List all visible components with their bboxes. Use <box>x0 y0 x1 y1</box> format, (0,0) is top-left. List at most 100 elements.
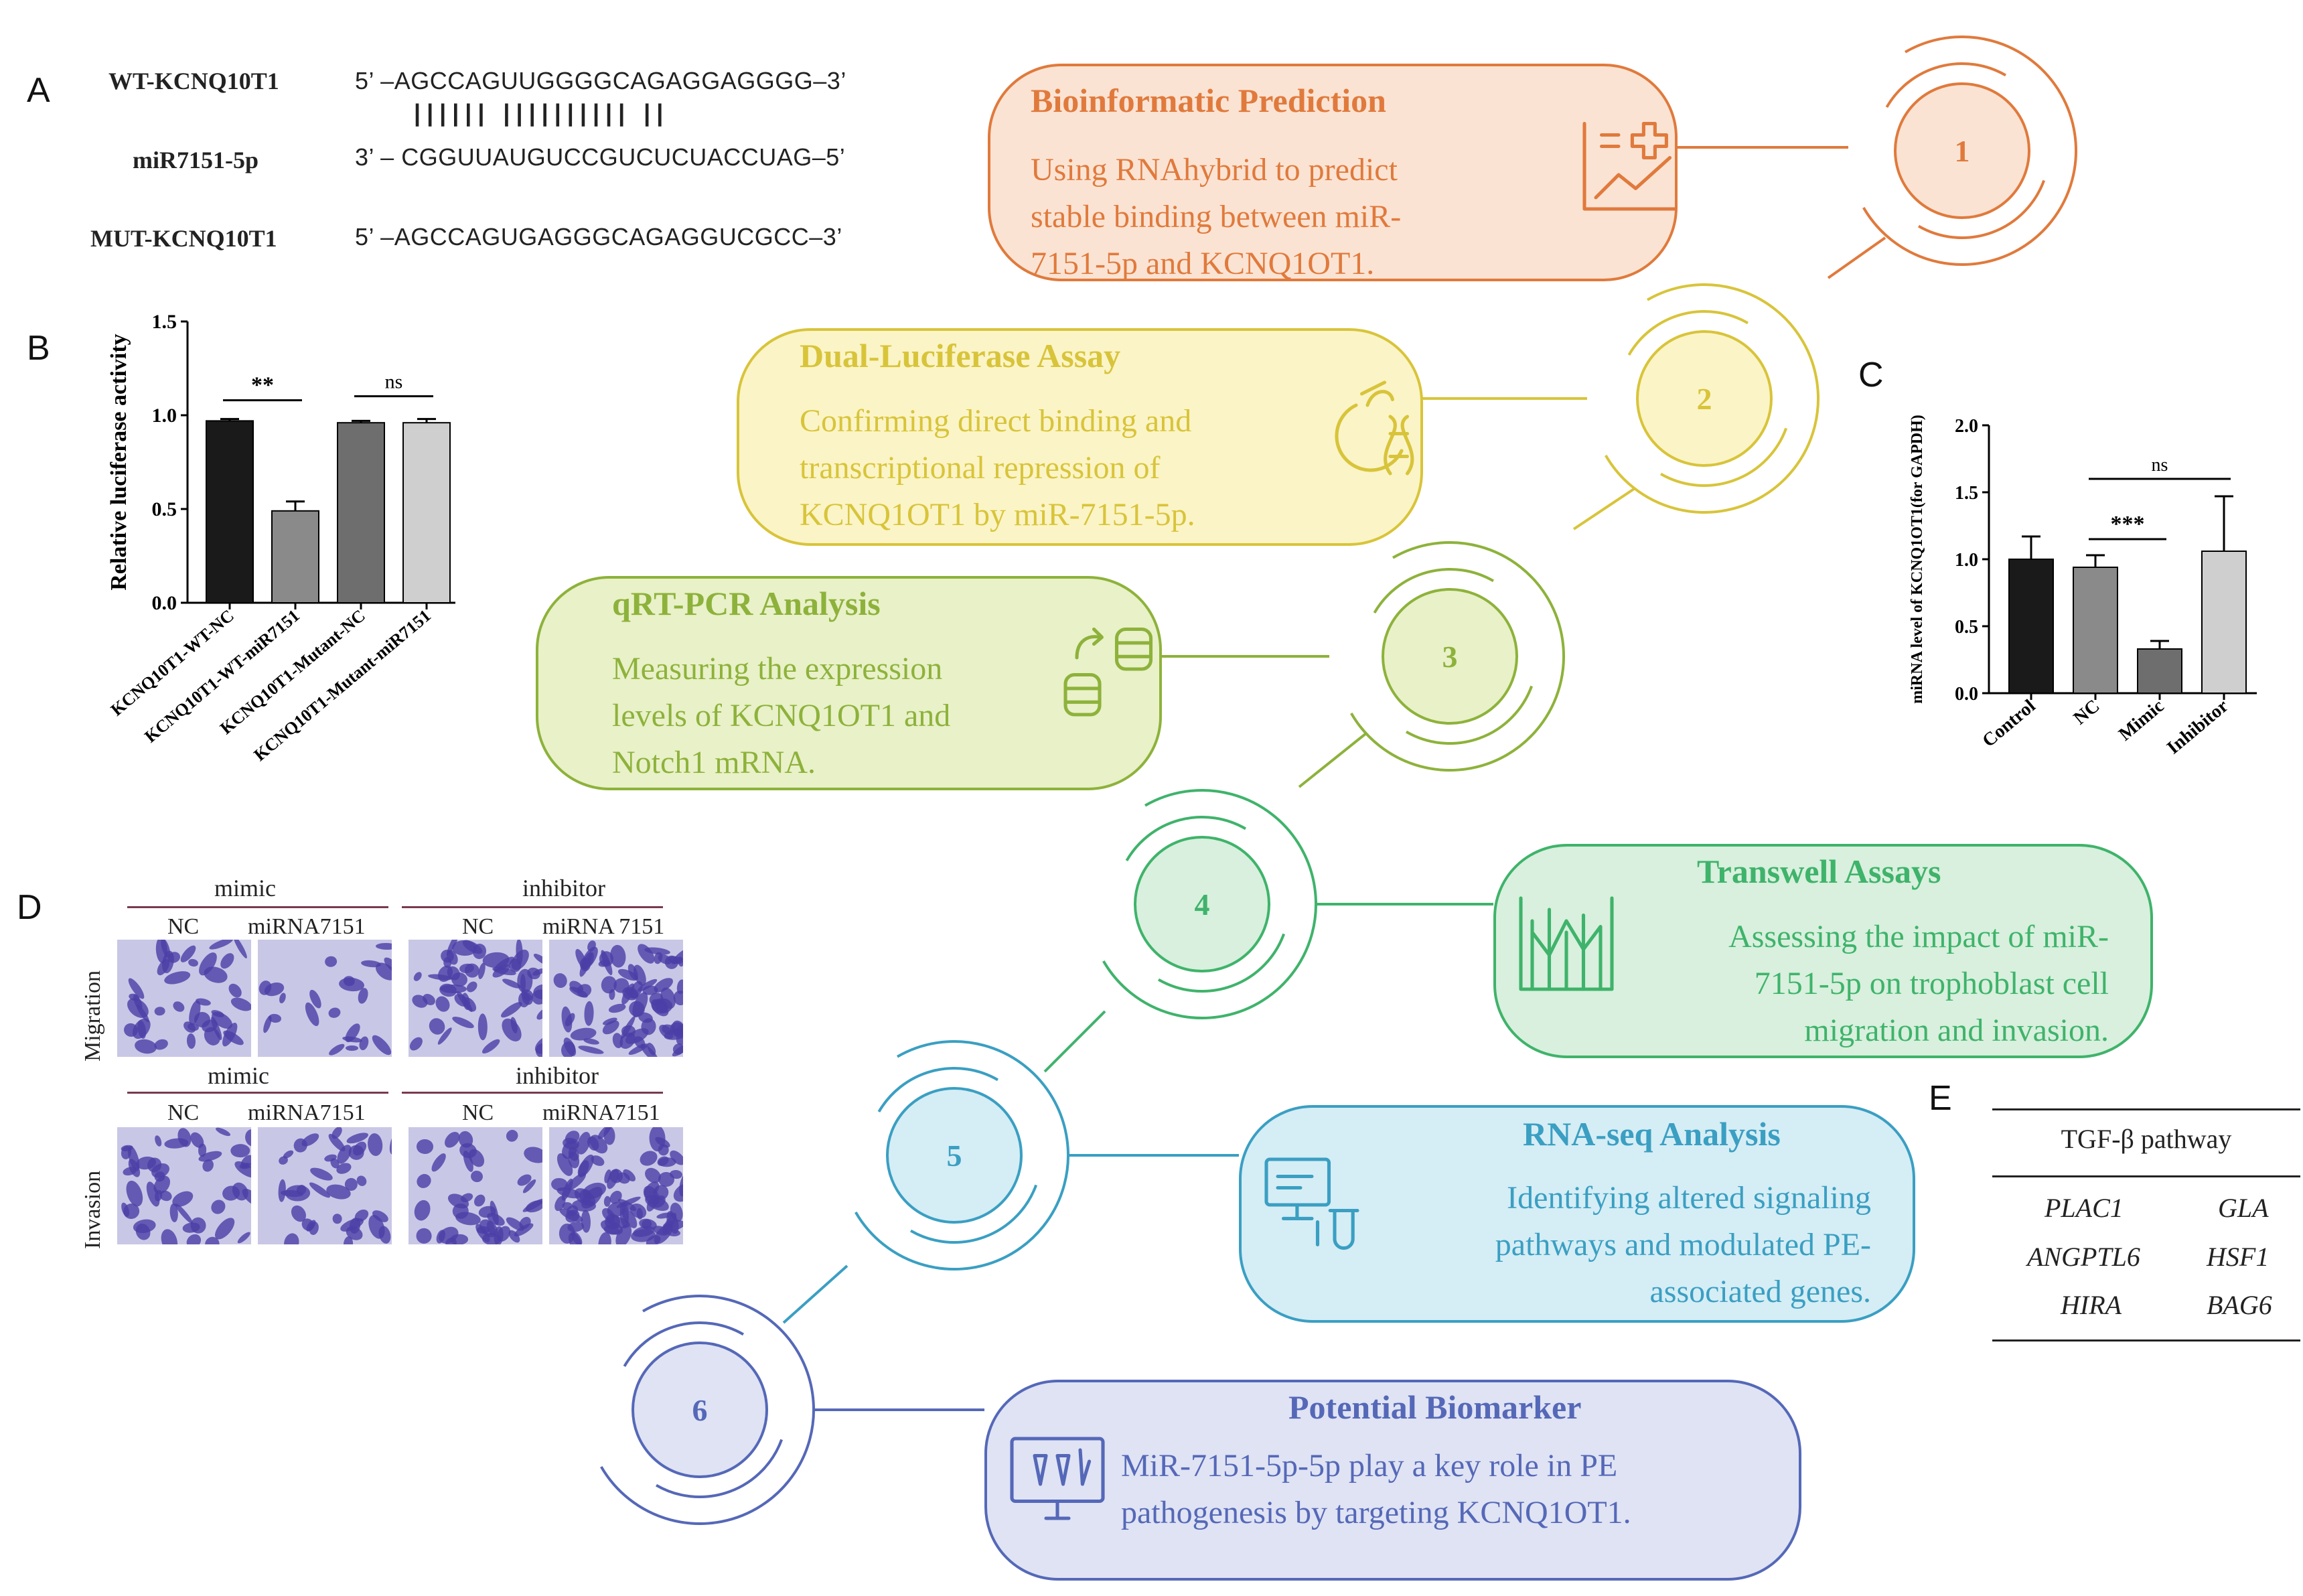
col-mirna-3: miRNA7151 <box>248 1100 366 1125</box>
group-inhibitor-bottom: inhibitor <box>516 1062 599 1089</box>
step-title-5: RNA-seq Analysis <box>1523 1115 1781 1153</box>
mir-label: miR7151-5p <box>133 147 258 173</box>
step-node-5: 5 <box>782 1040 1239 1324</box>
step-description-4: Assessing the impact of miR-7151-5p on t… <box>1728 919 2109 1048</box>
micrograph-6 <box>408 1127 542 1244</box>
step-title-1: Bioinformatic Prediction <box>1031 82 1386 119</box>
micrograph-3 <box>549 940 683 1057</box>
mut-label: MUT-KCNQ10T1 <box>90 225 277 252</box>
group-mimic-top: mimic <box>214 875 276 901</box>
kcnq1ot1-expression-bar-chart: 0.0 0.5 1.0 1.5 2.0 miRNA level of KCNQ1OT1(f… <box>1909 415 2257 758</box>
chart-plus-icon <box>1582 121 1678 211</box>
micrograph-0 <box>117 940 251 1057</box>
step-number-6: 6 <box>692 1393 708 1427</box>
col-nc-1: NC <box>167 914 200 939</box>
computer-flask-icon <box>1264 1157 1359 1250</box>
panel-letter-a: A <box>27 71 50 110</box>
panel-letter-c: C <box>1858 356 1884 394</box>
dna-cycle-icon <box>1335 380 1414 476</box>
col-nc-2: NC <box>462 914 494 939</box>
y-tick-label: 2.0 <box>1955 416 1978 437</box>
col-mirna-4: miRNA7151 <box>542 1100 660 1125</box>
row-migration: Migration <box>80 970 105 1062</box>
y-axis-label: miRNA level of KCNQ1OT1(for GAPDH) <box>1909 415 1926 704</box>
micrograph-7 <box>549 1127 683 1244</box>
y-tick-label: 1.0 <box>152 405 177 427</box>
col-nc-3: NC <box>167 1100 200 1125</box>
bar-2 <box>2137 648 2182 694</box>
micrograph-1 <box>258 940 392 1057</box>
step-title-3: qRT-PCR Analysis <box>612 585 881 622</box>
panel-letter-e: E <box>1929 1079 1952 1118</box>
gene-gla: GLA <box>2218 1193 2269 1223</box>
gene-plac1: PLAC1 <box>2045 1193 2124 1223</box>
step-title-2: Dual-Luciferase Assay <box>800 337 1121 374</box>
micrograph-4 <box>117 1127 251 1244</box>
y-tick-label: 1.5 <box>1955 483 1978 504</box>
transwell-micrographs: mimic inhibitor NC miRNA7151 NC miRNA 71… <box>80 861 696 1262</box>
monitor-biomarker-icon <box>1010 1437 1105 1520</box>
y-tick-label: 0.5 <box>152 498 177 520</box>
wt-sequence: 5’ –AGCCAGUUGGGGCAGAGGAGGGG–3’ <box>355 67 846 94</box>
gene-table-header: TGF-β pathway <box>2061 1124 2232 1154</box>
y-axis-label: Relative luciferase activity <box>106 334 131 590</box>
micrograph-5 <box>258 1127 392 1244</box>
gene-hira: HIRA <box>2061 1290 2122 1320</box>
y-tick-label: 0.0 <box>152 592 177 614</box>
step-number-4: 4 <box>1195 887 1210 922</box>
step-node-2: 2 <box>1420 283 1819 530</box>
significance-label-0: *** <box>2111 512 2145 536</box>
gene-bag6: BAG6 <box>2207 1290 2272 1320</box>
panel-letter-d: D <box>17 888 42 927</box>
col-nc-4: NC <box>462 1100 494 1125</box>
panel-letter-b: B <box>27 329 50 368</box>
sample-transfer-icon <box>1063 627 1153 717</box>
step-node-4: 4 <box>1043 789 1493 1073</box>
bar-0 <box>2008 559 2054 694</box>
micrograph-2 <box>408 940 542 1057</box>
significance-label-0: ** <box>251 373 274 398</box>
y-tick-label: 1.0 <box>1955 550 1978 571</box>
step-number-2: 2 <box>1697 382 1712 416</box>
step-node-3: 3 <box>1162 541 1565 788</box>
pairing-marks: |||||| |||||||||| || <box>414 99 670 127</box>
gene-hsf1: HSF1 <box>2207 1242 2270 1272</box>
step-title-6: Potential Biomarker <box>1288 1388 1582 1426</box>
gene-table: TGF-β pathway PLAC1 GLA ANGPTL6 HSF1 HIR… <box>1992 1108 2300 1350</box>
step-node-6: 6 <box>600 1295 984 1525</box>
y-tick-label: 0.5 <box>1955 617 1978 638</box>
col-mirna-2: miRNA 7151 <box>542 914 665 939</box>
step-number-1: 1 <box>1955 134 1970 168</box>
bar-0 <box>206 420 254 603</box>
wt-label: WT-KCNQ10T1 <box>108 68 279 94</box>
significance-label-1: ns <box>2152 455 2168 476</box>
group-inhibitor-top: inhibitor <box>522 875 605 901</box>
row-invasion: Invasion <box>80 1170 105 1249</box>
mut-sequence: 5’ –AGCCAGUGAGGGCAGAGGUCGCC–3’ <box>355 223 842 250</box>
y-tick-label: 0.0 <box>1955 684 1978 705</box>
cell-chart-icon <box>1519 896 1614 991</box>
step-number-5: 5 <box>947 1139 962 1173</box>
step-node-1: 1 <box>1674 35 2077 279</box>
bar-2 <box>337 422 385 603</box>
significance-label-1: ns <box>385 371 403 393</box>
bar-3 <box>2201 551 2247 694</box>
gene-angptl6: ANGPTL6 <box>2027 1242 2140 1272</box>
step-number-3: 3 <box>1442 640 1458 674</box>
step-title-4: Transwell Assays <box>1697 853 1941 890</box>
group-mimic-bottom: mimic <box>208 1062 269 1089</box>
col-mirna-1: miRNA7151 <box>248 914 366 939</box>
